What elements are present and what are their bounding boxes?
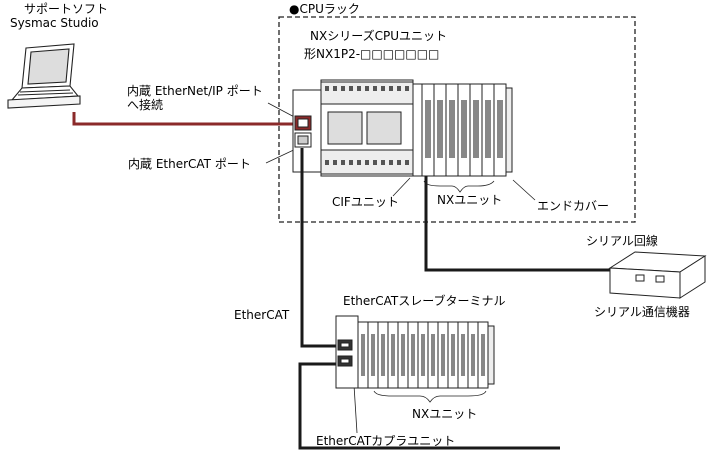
ethernet-cable [72, 112, 302, 126]
laptop-icon [7, 43, 81, 109]
ethercat-coupler-unit [335, 315, 359, 389]
slave-unit-slots [361, 334, 485, 376]
serial-device-icon [608, 251, 707, 299]
end-cover-label: エンドカバー [537, 199, 610, 213]
serial-device-label: シリアル通信機器 [594, 305, 690, 319]
ethercat-port-label: 内蔵 EtherCAT ポート [128, 157, 251, 171]
serial-line-label: シリアル回線 [586, 234, 658, 248]
serial-cable [424, 176, 612, 272]
ethercat-cable [300, 148, 336, 348]
cpu-rack-title: ●CPUラック [289, 2, 360, 16]
ethernet-port-label-line2: へ接続 [127, 98, 164, 112]
nx-unit-slave-label: NXユニット [412, 407, 478, 421]
cpu-terminal-teeth [325, 86, 409, 165]
cpu-rack-unit-slots [425, 100, 503, 158]
ethernet-port-label-line1: 内蔵 EtherNet/IP ポート [127, 84, 263, 98]
ethercat-cable-out [298, 362, 560, 450]
coupler-unit-label: EtherCATカプラユニット [316, 434, 456, 448]
cif-unit-label: CIFユニット [332, 195, 399, 209]
software-label-line1: サポートソフト [24, 2, 109, 16]
software-label-line2: Sysmac Studio [10, 16, 99, 30]
ethercat-label: EtherCAT [234, 308, 290, 322]
nx-unit-rack-label: NXユニット [437, 193, 503, 207]
cpu-unit-label-line2: 形NX1P2-□□□□□□□ [304, 47, 440, 61]
cpu-unit-label-line1: NXシリーズCPUユニット [310, 29, 447, 43]
cpu-rack-boundary [278, 16, 636, 223]
ethercat-slave-label: EtherCATスレーブターミナル [343, 294, 506, 308]
